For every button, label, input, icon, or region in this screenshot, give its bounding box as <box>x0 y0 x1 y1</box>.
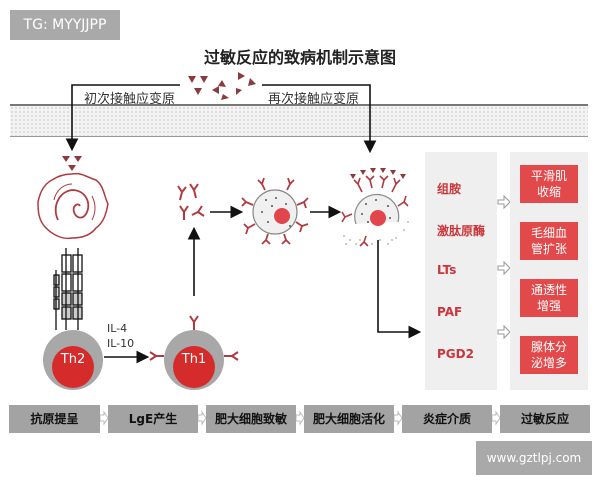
ige-antibodies <box>177 183 205 220</box>
step-ige-production: LgE产生 <box>108 405 198 433</box>
sensitized-mast-cell <box>241 177 309 245</box>
cytokine-il10: IL-10 <box>107 337 135 350</box>
mediators-panel: 组胺 激肽原酶 LTs PAF PGD2 <box>425 152 497 390</box>
first-contact-arrow <box>65 84 180 152</box>
mediator-item: 激肽原酶 <box>437 224 486 238</box>
effect-line: 收缩 <box>536 185 561 199</box>
mediator-item: PGD2 <box>437 347 474 361</box>
cytokine-il4: IL-4 <box>107 322 128 335</box>
watermark-top-left: TG: MYYJJPP <box>10 10 120 40</box>
second-contact-arrow <box>262 84 377 154</box>
step-allergic-reaction: 过敏反应 <box>500 405 590 433</box>
effect-item: 毛细血管扩张 <box>520 222 578 260</box>
second-contact-label: 再次接触应变原 <box>268 92 360 107</box>
mediator-item: 组胺 <box>437 182 462 196</box>
antigen-presenting-cell <box>37 172 109 240</box>
effect-line: 管扩张 <box>530 242 567 256</box>
th1-label: Th1 <box>181 352 207 367</box>
mhc-tcr-complex <box>53 248 83 330</box>
step-arrows <box>99 410 501 426</box>
effect-line: 毛细血 <box>530 225 567 240</box>
effect-item: 通透性增强 <box>520 279 578 317</box>
mediator-item: PAF <box>437 305 463 319</box>
antigen-icons <box>188 72 256 100</box>
th1-cell <box>149 315 239 390</box>
first-contact-label: 初次接触应变原 <box>84 92 176 107</box>
effect-item: 平滑肌收缩 <box>520 165 578 203</box>
activated-mast-cell <box>341 168 409 247</box>
effect-item: 腺体分泌增多 <box>520 336 578 374</box>
effect-line: 腺体分 <box>530 339 567 354</box>
step-mast-cell-sensitization: 肥大细胞致敏 <box>206 405 296 433</box>
activated-to-mediators-arrow <box>377 240 422 339</box>
th2-cell <box>43 330 103 390</box>
cell-membrane <box>10 104 588 137</box>
effect-line: 通透性 <box>530 282 567 297</box>
step-mast-cell-activation: 肥大细胞活化 <box>304 405 394 433</box>
effect-line: 泌增多 <box>530 356 567 370</box>
effects-panel: 平滑肌收缩 毛细血管扩张 通透性增强 腺体分泌增多 <box>510 152 588 390</box>
panel-arrows <box>497 194 511 340</box>
mediator-item: LTs <box>437 263 457 277</box>
th2-label: Th2 <box>60 352 86 367</box>
effect-line: 增强 <box>536 299 561 313</box>
step-inflammatory-mediators: 炎症介质 <box>402 405 492 433</box>
watermark-bottom-right: www.gztlpj.com <box>476 441 592 475</box>
effect-line: 平滑肌 <box>530 168 567 183</box>
step-antigen-presentation: 抗原提呈 <box>9 405 100 433</box>
diagram-title: 过敏反应的致病机制示意图 <box>203 48 396 67</box>
